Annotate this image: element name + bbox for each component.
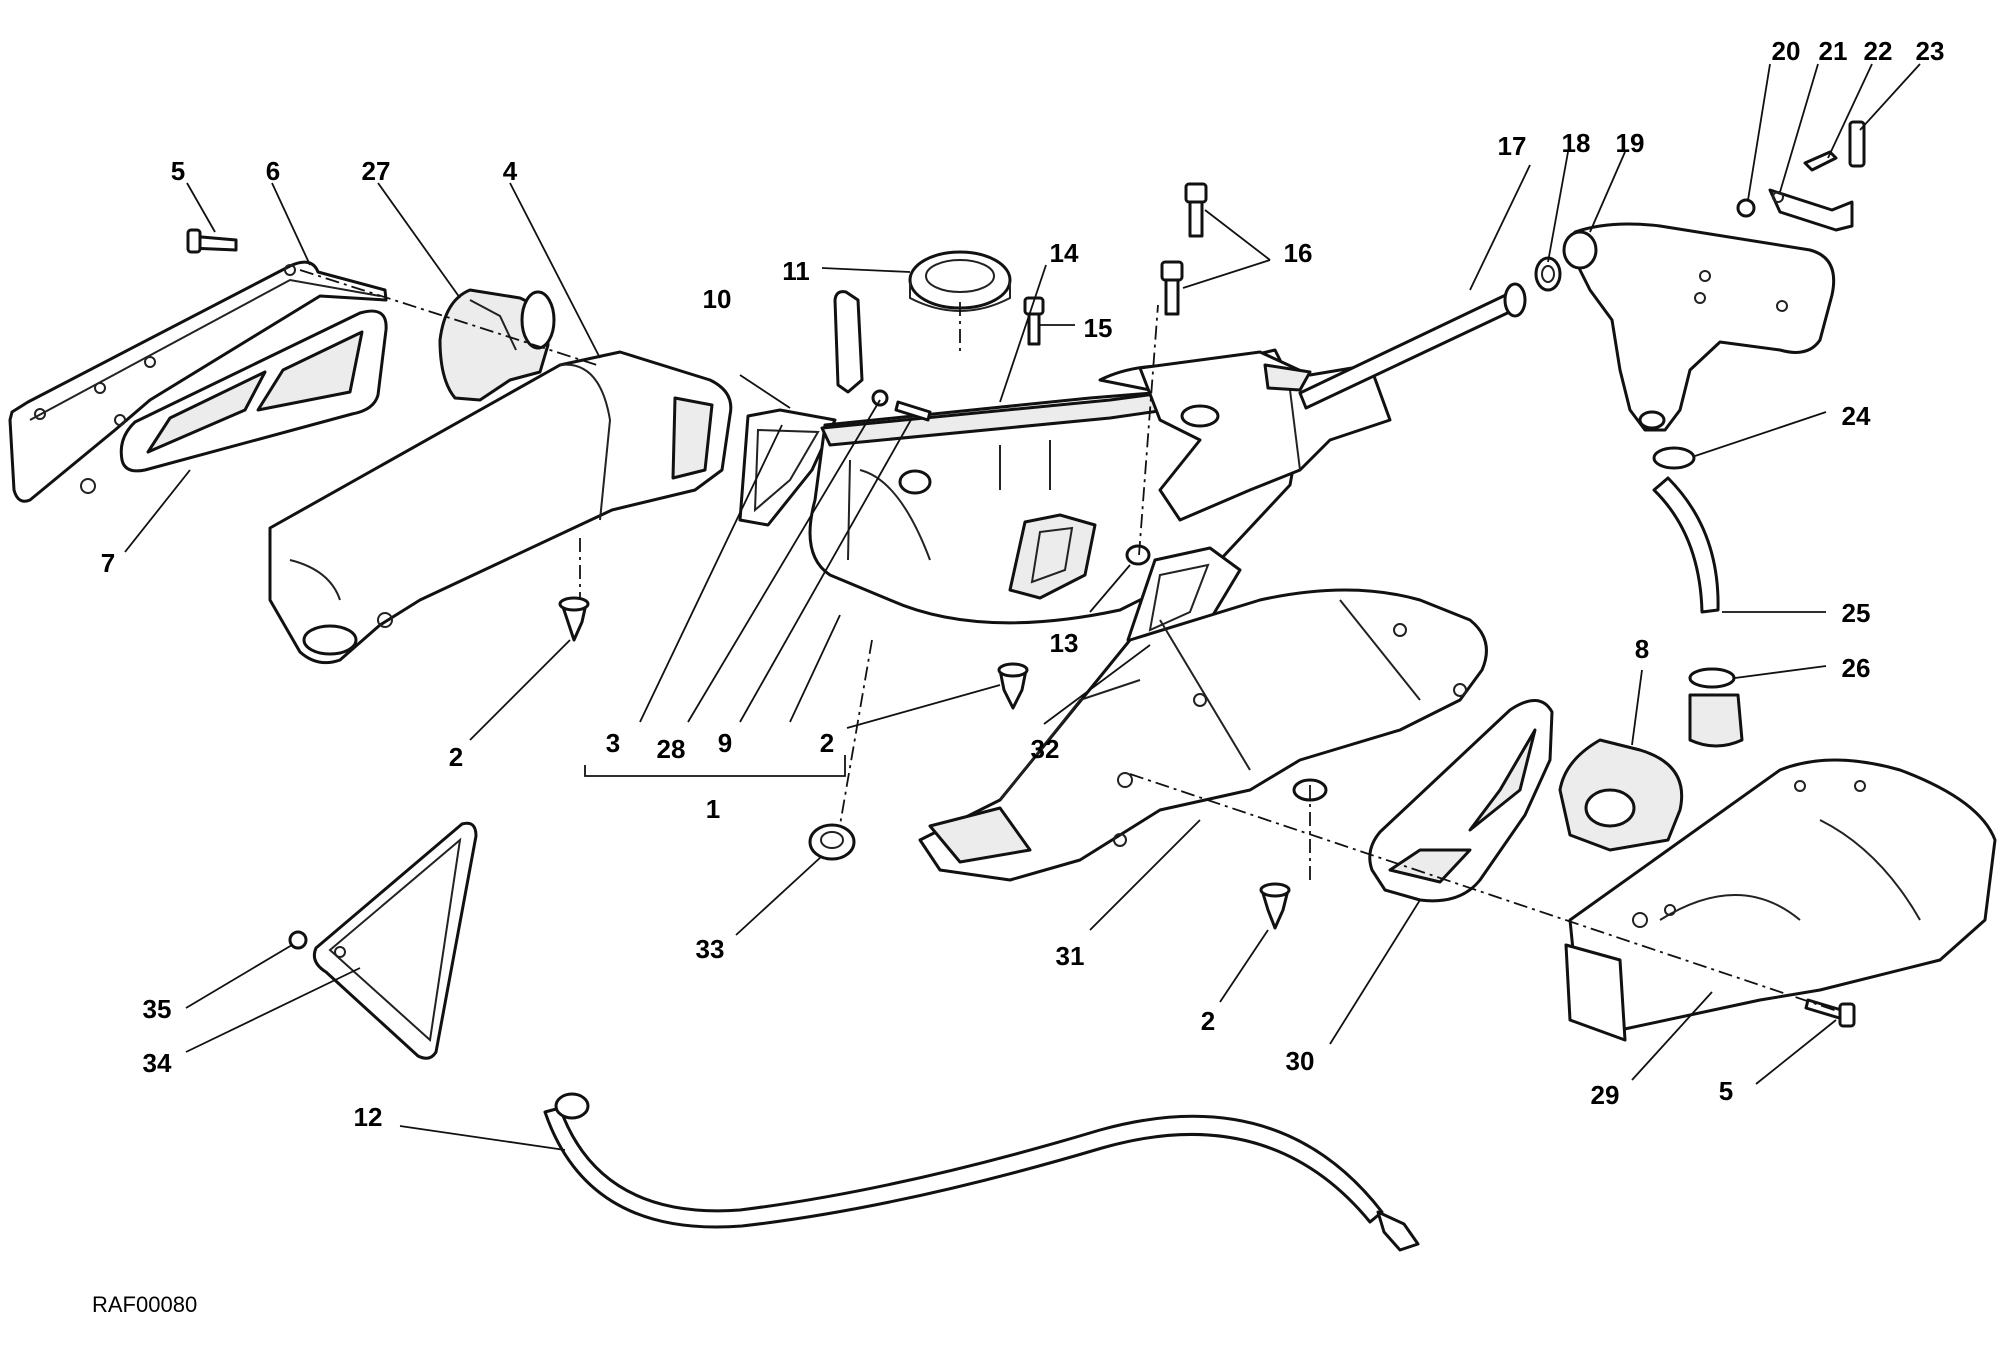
part-2-grommet-b	[997, 662, 1029, 710]
part-16-screws	[1160, 182, 1208, 316]
part-24-clamp	[1652, 446, 1696, 470]
callout-8: 8	[1635, 634, 1649, 664]
part-7-left-filter	[119, 309, 388, 473]
part-3-bracket	[833, 290, 864, 394]
callout-17: 17	[1498, 131, 1527, 161]
callout-12: 12	[354, 1102, 383, 1132]
callout-7: 7	[101, 548, 115, 578]
part-2-grommet-a	[558, 596, 590, 642]
callout-32: 32	[1031, 734, 1060, 764]
drawing-reference: RAF00080	[92, 1292, 197, 1317]
part-34-triangle-cover	[312, 821, 478, 1060]
part-8-intake-horn	[1558, 738, 1684, 852]
callout-35: 35	[143, 994, 172, 1024]
callout-11: 11	[782, 256, 810, 286]
callout-9: 9	[718, 728, 732, 758]
part-27-intake-horn	[438, 288, 556, 402]
part-10-left-rubber-frame	[738, 408, 837, 527]
callout-30: 30	[1286, 1046, 1315, 1076]
callout-20: 20	[1772, 36, 1801, 66]
callout-26: 26	[1842, 653, 1871, 683]
callout-23: 23	[1916, 36, 1945, 66]
callout-2: 2	[820, 728, 834, 758]
part-26-clamp-fitting	[1688, 667, 1744, 748]
callout-6: 6	[266, 156, 280, 186]
callout-15: 15	[1084, 313, 1113, 343]
part-11-grommet-ring	[908, 250, 1012, 312]
part-5-screw-left	[186, 228, 238, 254]
callout-28: 28	[657, 734, 686, 764]
assembly-axes	[299, 269, 1841, 1013]
part-6-left-bracket	[8, 260, 388, 503]
part-20-23-bracket-hardware	[1736, 120, 1866, 232]
part-31-right-air-duct	[918, 588, 1488, 882]
part-15-screw	[1023, 296, 1045, 346]
part-5-screw-right	[1804, 998, 1856, 1028]
part-2-grommet-c	[1259, 882, 1291, 930]
callout-24: 24	[1842, 401, 1871, 431]
part-12-drain-hose	[543, 1092, 1420, 1252]
callout-29: 29	[1591, 1080, 1620, 1110]
callout-19: 19	[1616, 128, 1645, 158]
callout-27: 27	[362, 156, 391, 186]
part-17-hose	[1298, 282, 1527, 410]
callout-10: 10	[703, 284, 732, 314]
part-30-right-filter	[1368, 699, 1554, 903]
callout-22: 22	[1864, 36, 1893, 66]
part-28-washer	[871, 389, 889, 407]
callout-2: 2	[1201, 1006, 1215, 1036]
leader-lines	[124, 63, 1921, 1151]
callout-2: 2	[449, 742, 463, 772]
part-35-washer	[288, 930, 308, 950]
callout-4: 4	[503, 156, 518, 186]
callout-1: 1	[706, 794, 720, 824]
part-25-curved-hose	[1652, 476, 1720, 614]
part-19-reservoir	[1562, 222, 1836, 432]
part-33-grommet	[808, 823, 856, 861]
callout-5: 5	[1719, 1076, 1733, 1106]
callout-34: 34	[143, 1048, 172, 1078]
callout-14: 14	[1050, 238, 1079, 268]
callout-13: 13	[1050, 628, 1079, 658]
part-9-screw	[894, 400, 932, 422]
part-13-grommet	[1125, 544, 1151, 566]
callout-33: 33	[696, 934, 725, 964]
callout-25: 25	[1842, 598, 1871, 628]
part-29-right-bracket	[1564, 758, 1997, 1042]
callout-16: 16	[1284, 238, 1313, 268]
callout-31: 31	[1056, 941, 1085, 971]
part-18-clamp	[1534, 256, 1562, 292]
callout-3: 3	[606, 728, 620, 758]
callouts: 5 6 27 4 7 2 10 11 14 15 16 17 18 19 20 …	[101, 36, 1945, 1132]
callout-5: 5	[171, 156, 185, 186]
callout-21: 21	[1819, 36, 1848, 66]
part-4-left-air-duct	[268, 350, 733, 665]
callout-18: 18	[1562, 128, 1591, 158]
